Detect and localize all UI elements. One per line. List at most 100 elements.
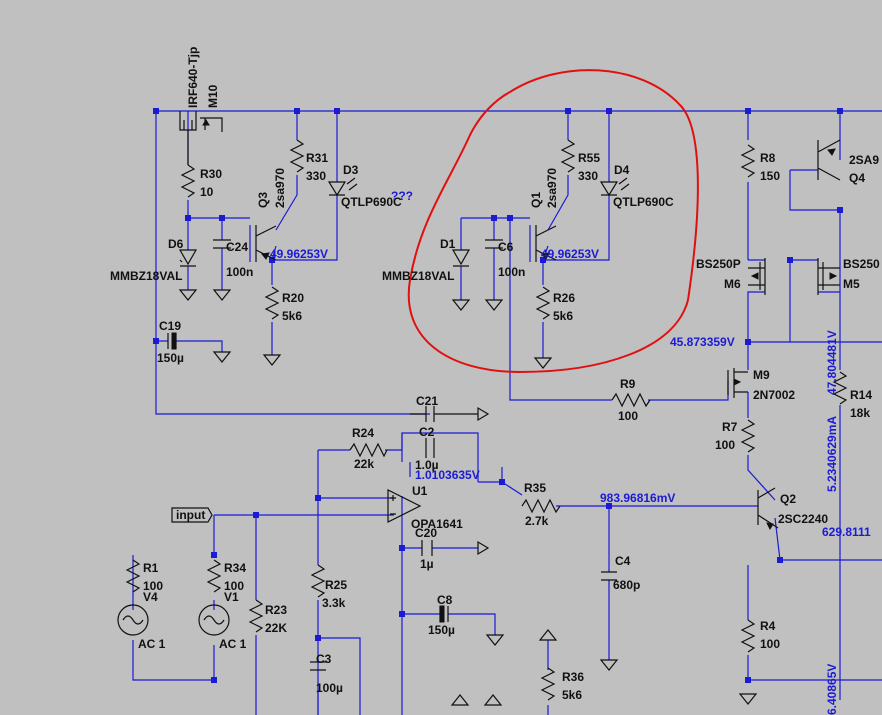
r25-label: R25 bbox=[325, 578, 347, 592]
q4-model: 2SA9 bbox=[849, 153, 879, 167]
r9-label: R9 bbox=[620, 377, 636, 391]
q2-model: 2SC2240 bbox=[778, 512, 828, 526]
r7-value: 100 bbox=[715, 438, 735, 452]
r26-label: R26 bbox=[553, 291, 575, 305]
v1-value: AC 1 bbox=[219, 637, 247, 651]
mosfet-m6 bbox=[748, 258, 766, 295]
c19-label: C19 bbox=[159, 319, 181, 333]
capacitor-c2 bbox=[425, 438, 435, 458]
d6-model: MMBZ18VAL bbox=[110, 269, 182, 283]
q2-label: Q2 bbox=[780, 492, 796, 506]
capacitor-c24 bbox=[213, 239, 231, 249]
d4-model: QTLP690C bbox=[613, 195, 674, 209]
v4-value: AC 1 bbox=[138, 637, 166, 651]
r25-value: 3.3k bbox=[322, 596, 346, 610]
d4-label: D4 bbox=[614, 163, 630, 177]
q3-label: Q3 bbox=[256, 192, 270, 208]
c3-value: 100µ bbox=[316, 681, 343, 695]
r36-label: R36 bbox=[562, 670, 584, 684]
c3-label: C3 bbox=[316, 652, 332, 666]
r14-value: 18k bbox=[850, 406, 870, 420]
capacitor-c19-plate bbox=[171, 332, 177, 350]
node-voltages: 49.96253V 49.96253V 45.873359V 47.804481… bbox=[270, 247, 871, 715]
r4-label: R4 bbox=[760, 619, 776, 633]
r14-top-voltage: 47.804481V bbox=[825, 330, 839, 395]
r30-value: 10 bbox=[200, 185, 214, 199]
r20-value: 5k6 bbox=[282, 309, 302, 323]
mosfet-m10 bbox=[179, 111, 223, 165]
q2-emitter-voltage: 629.8111 bbox=[822, 525, 871, 539]
resistor-r25 bbox=[310, 564, 326, 598]
resistor-r7 bbox=[740, 419, 756, 453]
d6-label: D6 bbox=[168, 237, 184, 251]
m6-label: M6 bbox=[724, 277, 741, 291]
r34-label: R34 bbox=[224, 561, 246, 575]
r35-label: R35 bbox=[524, 481, 546, 495]
wires bbox=[132, 110, 882, 715]
capacitor-c21 bbox=[410, 406, 478, 422]
input-label: input bbox=[176, 508, 205, 522]
c8-label: C8 bbox=[437, 593, 453, 607]
r55-label: R55 bbox=[578, 151, 600, 165]
input-port-flag bbox=[171, 507, 213, 523]
r9-value: 100 bbox=[618, 409, 638, 423]
ground-symbols bbox=[178, 289, 758, 706]
mosfet-m5 bbox=[817, 258, 840, 295]
resistor-r1 bbox=[125, 559, 141, 593]
c20-label: C20 bbox=[415, 526, 437, 540]
ac-source-v4 bbox=[117, 604, 149, 636]
c4-label: C4 bbox=[615, 554, 631, 568]
led-d4 bbox=[599, 177, 630, 197]
resistor-r14 bbox=[832, 371, 848, 405]
annotation-circle bbox=[407, 69, 699, 374]
zener-d6 bbox=[178, 249, 198, 267]
r8-label: R8 bbox=[760, 151, 776, 165]
r7-label: R7 bbox=[722, 420, 738, 434]
components bbox=[117, 111, 848, 706]
c21-label: C21 bbox=[416, 394, 438, 408]
transistor-q2 bbox=[757, 487, 779, 531]
r34-value: 100 bbox=[224, 579, 244, 593]
d1-label: D1 bbox=[440, 237, 456, 251]
d3-label: D3 bbox=[343, 163, 359, 177]
junctions bbox=[153, 108, 843, 683]
resistor-r20 bbox=[264, 286, 280, 320]
q4-label: Q4 bbox=[849, 171, 865, 185]
r1-label: R1 bbox=[143, 561, 159, 575]
c24-label: C24 bbox=[226, 240, 248, 254]
transistor-q1 bbox=[535, 225, 557, 262]
r24-label: R24 bbox=[352, 426, 374, 440]
transistor-q4 bbox=[817, 139, 841, 181]
r1-value: 100 bbox=[143, 579, 163, 593]
u1-output-voltage: 1.0103635V bbox=[415, 468, 480, 482]
q1-model: 2sa970 bbox=[545, 168, 559, 208]
resistor-r55 bbox=[560, 139, 576, 173]
d1-model: MMBZ18VAL bbox=[382, 269, 454, 283]
q1-label: Q1 bbox=[529, 192, 543, 208]
q3-model: 2sa970 bbox=[273, 168, 287, 208]
r24-value: 22k bbox=[354, 457, 374, 471]
m5-label: M5 bbox=[843, 277, 860, 291]
r31-value: 330 bbox=[306, 169, 326, 183]
m9-model: 2N7002 bbox=[753, 388, 795, 402]
c8-value: 150µ bbox=[428, 623, 455, 637]
m10-model-label: IRF640-Tjp bbox=[186, 47, 200, 108]
c19-value: 150µ bbox=[157, 351, 184, 365]
m6-drain-voltage: 45.873359V bbox=[670, 335, 735, 349]
u1-label: U1 bbox=[412, 484, 428, 498]
r35-value: 2.7k bbox=[525, 514, 549, 528]
c2-label: C2 bbox=[419, 425, 435, 439]
m6-model: BS250P bbox=[696, 257, 741, 271]
capacitor-c20 bbox=[421, 540, 433, 556]
v1-label: V1 bbox=[224, 590, 239, 604]
opamp-u1 bbox=[387, 489, 422, 523]
resistor-r8 bbox=[740, 144, 756, 178]
mosfet-m9 bbox=[727, 368, 748, 398]
resistor-r26 bbox=[535, 286, 551, 320]
q2-base-voltage: 983.96816mV bbox=[600, 491, 675, 505]
resistor-r36 bbox=[540, 667, 556, 701]
c24-value: 100n bbox=[226, 265, 253, 279]
resistor-r9 bbox=[611, 392, 651, 408]
c2-value: 1.0µ bbox=[415, 458, 439, 472]
